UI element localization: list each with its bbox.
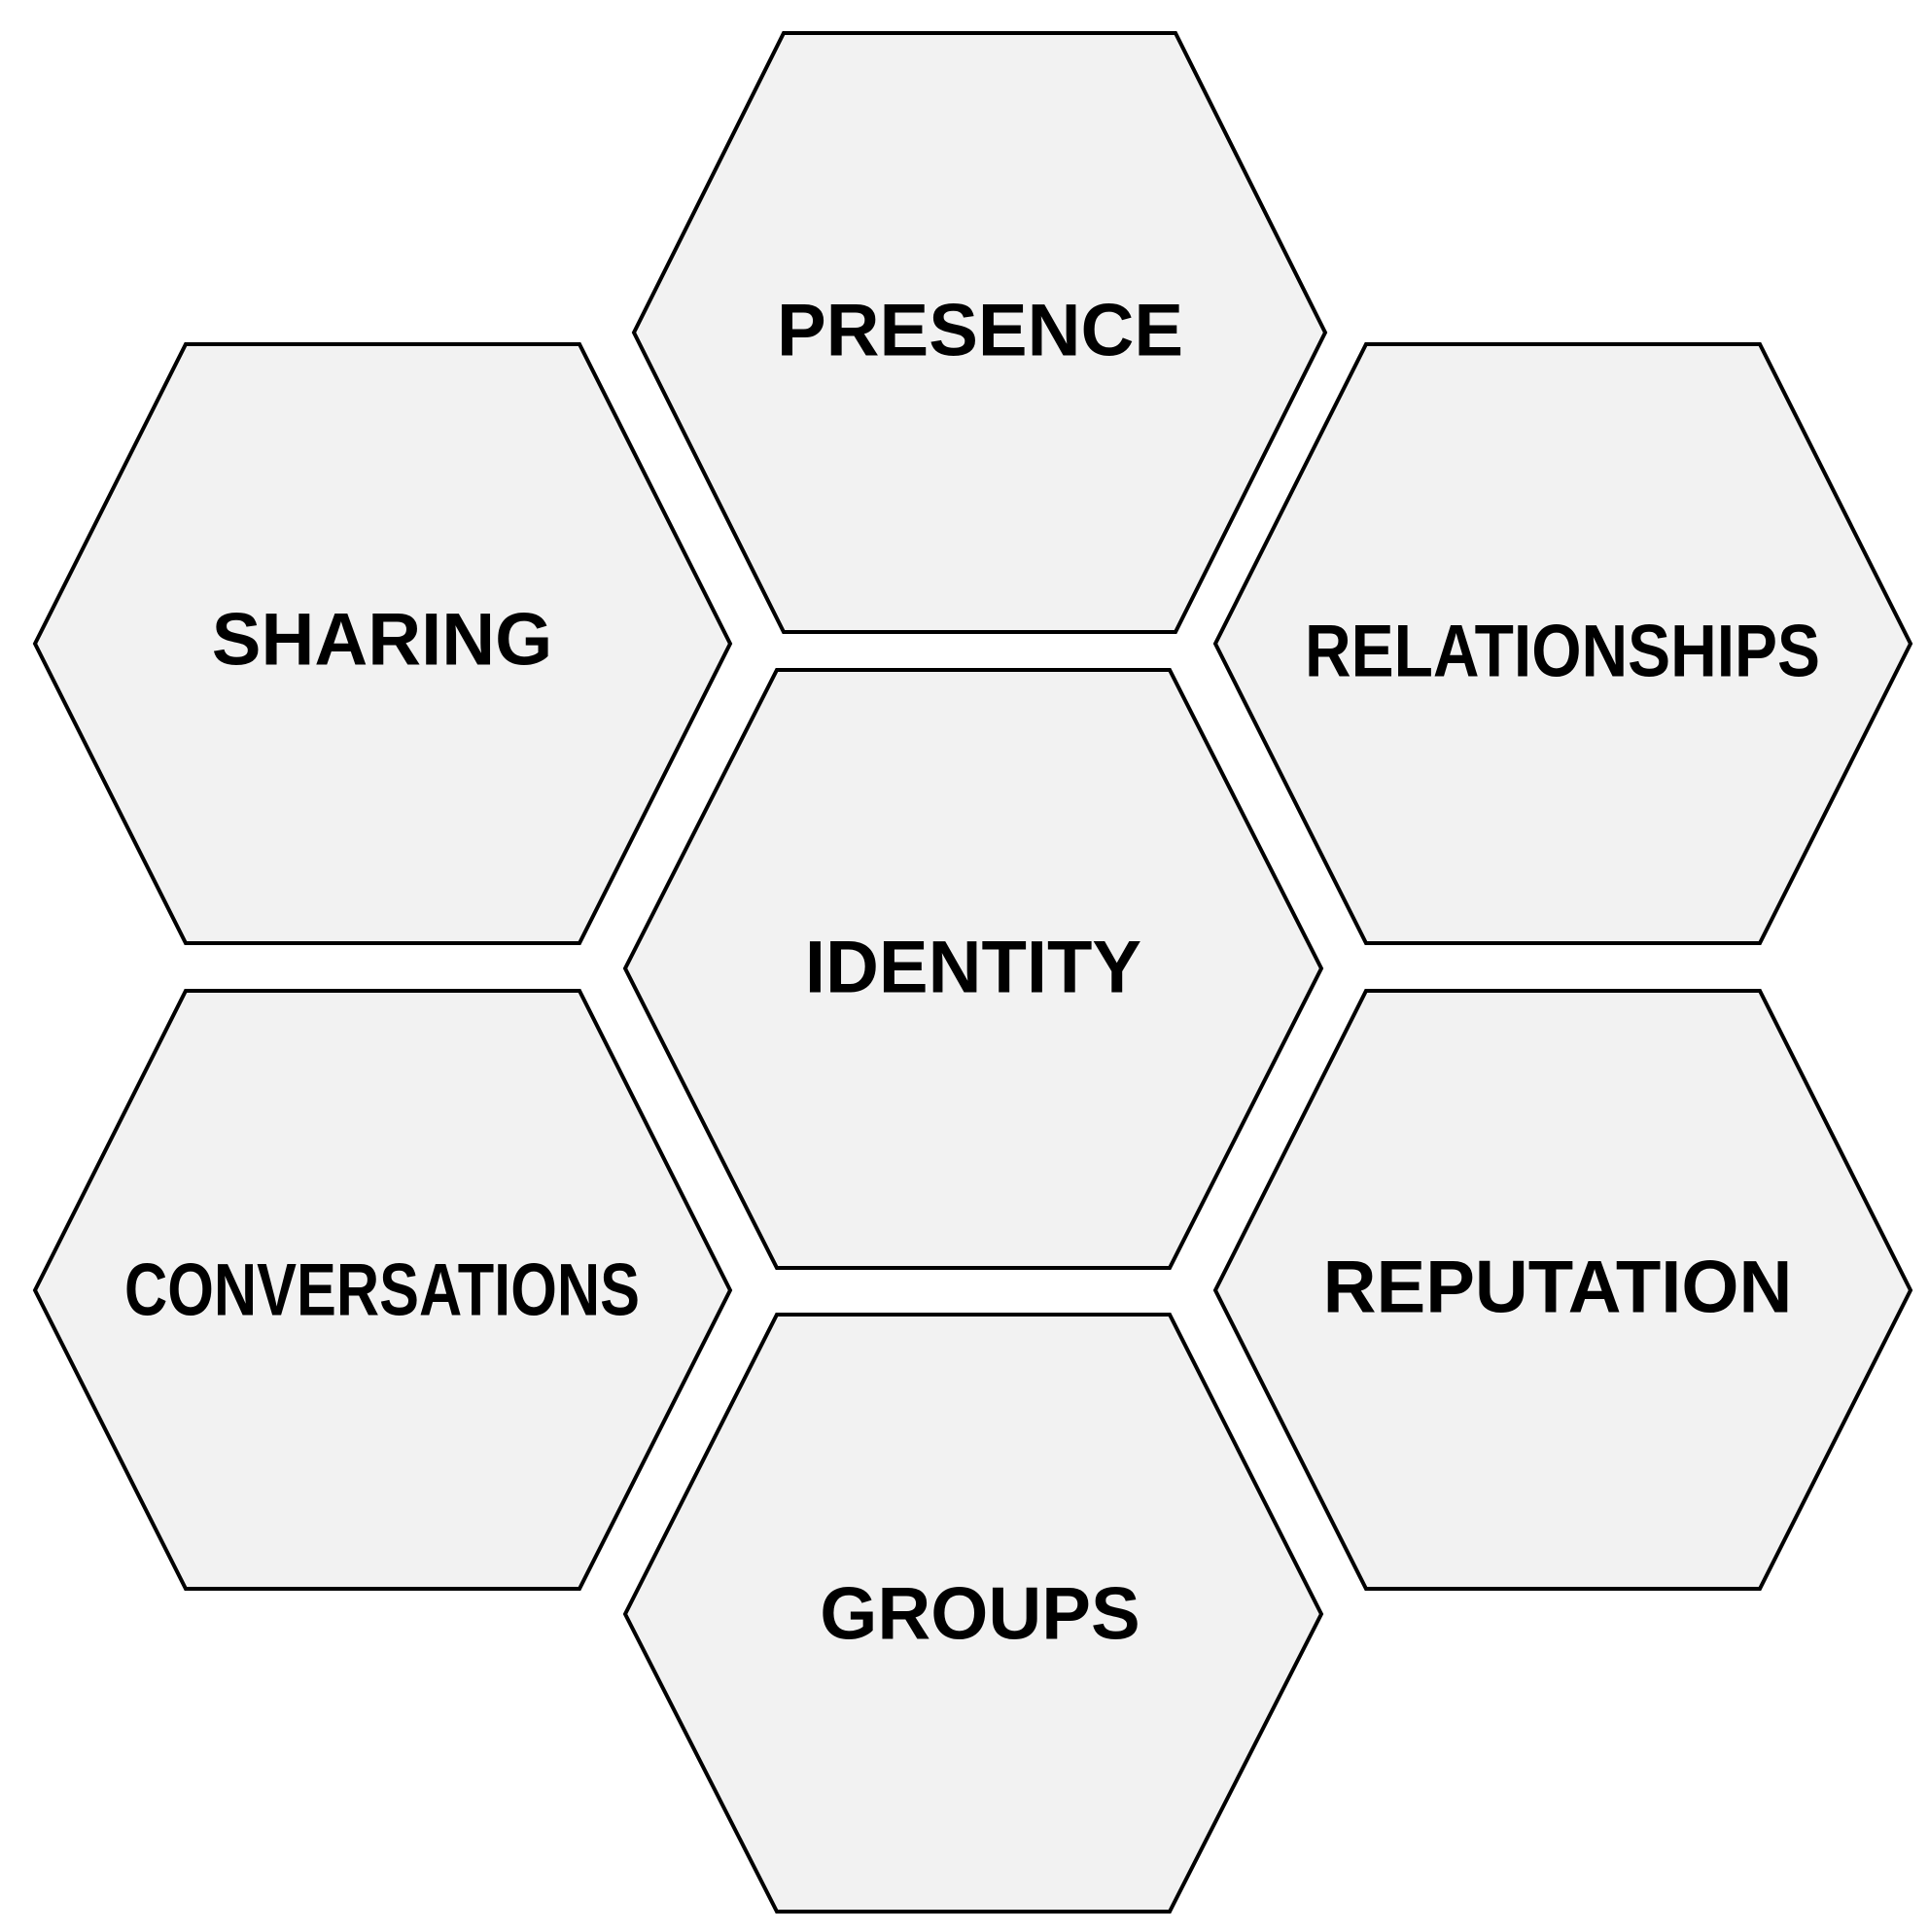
hexagon-sharing: SHARING (32, 342, 733, 945)
hexagon-relationships: RELATIONSHIPS (1212, 342, 1913, 945)
hexagon-identity-label: IDENTITY (805, 927, 1141, 1009)
hexagon-presence: PRESENCE (631, 31, 1328, 634)
hexagon-relationships-shape (1212, 342, 1913, 945)
hexagon-relationships-label: RELATIONSHIPS (1305, 611, 1820, 693)
hexagon-identity-shape (622, 668, 1324, 1270)
hexagon-conversations-label: CONVERSATIONS (124, 1249, 640, 1332)
hexagon-reputation-shape (1212, 989, 1913, 1591)
hexagon-groups-shape (622, 1313, 1324, 1914)
hexagon-sharing-label: SHARING (212, 599, 552, 682)
hexagon-conversations-shape (32, 989, 733, 1591)
hexagon-identity: IDENTITY (622, 668, 1324, 1270)
hexagon-groups-label: GROUPS (820, 1573, 1140, 1656)
hexagon-conversations: CONVERSATIONS (32, 989, 733, 1591)
hexagon-groups: GROUPS (622, 1313, 1324, 1914)
hexagon-sharing-shape (32, 342, 733, 945)
hexagon-reputation-label: REPUTATION (1323, 1247, 1793, 1329)
hexagon-reputation: REPUTATION (1212, 989, 1913, 1591)
hexagon-presence-label: PRESENCE (777, 290, 1183, 372)
hexagon-presence-shape (631, 31, 1328, 634)
